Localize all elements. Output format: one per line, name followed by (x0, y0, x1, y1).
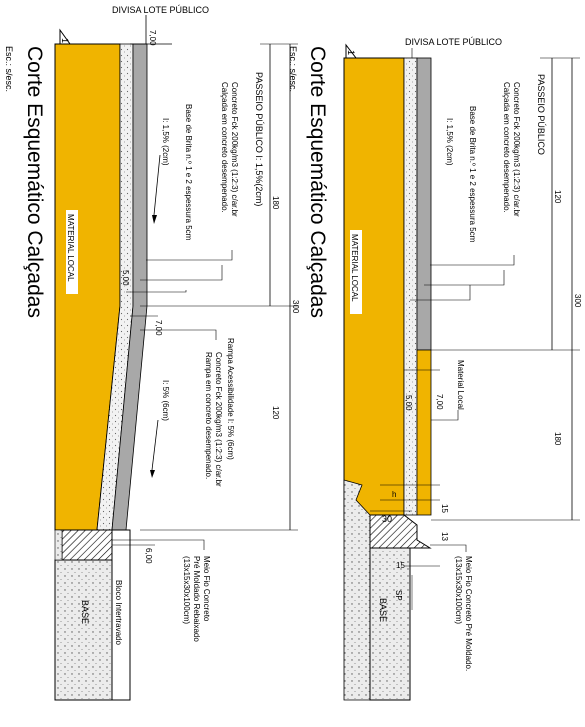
right-meio1: Meio Fio Concreto Pré Moldado. (464, 556, 473, 671)
right-brita: Base de Brita n.º 1 e 2 espessura 5cm (468, 106, 477, 243)
left-brita: Base de Brita n.º 1 e 2 espessura 5cm (184, 104, 193, 241)
left-meio3: (13x15x30x100cm) (182, 556, 191, 624)
right-dim-300: 300 (573, 294, 582, 308)
left-material-label: MATERIAL LOCAL (66, 214, 75, 282)
right-title: Corte Esquemático Calçadas (306, 46, 329, 318)
right-section: 1 DIVISA LOTE PÚBLICO Corte Esquemático … (288, 37, 582, 701)
left-concreto: Concreto Fck 200kg/m3 (1:2:3) c/ar.br (230, 82, 239, 217)
right-scale: Esc.: s/esc. (288, 46, 298, 92)
right-dim-500: 5,00 (404, 395, 413, 411)
left-dim-500: 5,00 (121, 270, 130, 286)
left-concreto2: Concreto Fck 200kg/m3 (1:2:3) c/ar.br (214, 352, 223, 487)
left-dim-700-mid: 7,00 (154, 320, 163, 336)
left-level-1: 1 (60, 38, 70, 43)
right-mat-local: Material Local (456, 360, 465, 410)
left-title: Corte Esquemático Calçadas (23, 46, 46, 318)
right-level-1: 1 (346, 50, 356, 55)
right-concrete (416, 57, 432, 351)
right-dim-120: 120 (553, 190, 562, 204)
right-concreto: Concreto Fck 200kg/m3 (1:2:3) c/ar.br (512, 82, 521, 217)
left-divisa: DIVISA LOTE PÚBLICO (112, 5, 209, 15)
right-dim-15b: 15 (396, 561, 405, 570)
right-incl: I: 1,5% (2cm) (445, 118, 454, 166)
left-incl1: I: 1,5% (2cm) (161, 118, 170, 166)
right-base (369, 547, 411, 701)
left-section: 1 DIVISA LOTE PÚBLICO 7,00 Corte Esquemá… (4, 5, 300, 701)
right-calcada: Calçada em concreto desempenado. (502, 82, 511, 213)
left-calcada: Calçada em concreto desempenado. (220, 82, 229, 213)
left-passeio: PASSEIO PÚBLICO I: 1,5%(2cm) (254, 72, 264, 206)
right-dim-13: 13 (440, 532, 449, 541)
left-dim-120: 120 (271, 406, 280, 420)
left-base (54, 559, 113, 701)
left-base-label: BASE (80, 600, 90, 624)
right-material-label: MATERIAL LOCAL (350, 234, 359, 302)
left-rampa2: Rampa em concreto desempenado. (204, 352, 213, 479)
right-dim-700: 7,00 (435, 394, 444, 410)
left-dim-600: 6,00 (144, 548, 153, 564)
left-dim-300: 300 (291, 300, 300, 314)
right-meio2: (13x15x30x100cm) (454, 556, 463, 624)
right-base-label: BASE (378, 598, 388, 622)
right-passeio: PASSEIO PÚBLICO (536, 74, 546, 155)
left-meio2: Pré Moldado Rebaixado (192, 556, 201, 642)
left-dim-180: 180 (271, 196, 280, 210)
right-dim-180: 180 (553, 432, 562, 446)
right-dim-h: h (392, 490, 396, 499)
left-scale: Esc.: s/esc. (4, 46, 14, 92)
right-gravel (403, 57, 418, 516)
left-meio1: Meio Fio Concreto (202, 556, 211, 622)
right-sp: SP (394, 590, 403, 601)
right-dim-15: 15 (440, 504, 449, 513)
right-ground (343, 479, 371, 701)
right-material-local-lower (416, 349, 432, 516)
right-divisa: DIVISA LOTE PÚBLICO (405, 37, 502, 47)
left-incl2: I: 5% (6cm) (161, 380, 170, 421)
left-level-marker (59, 28, 71, 45)
left-dim-700-top: 7,00 (148, 30, 157, 46)
left-bloco-label: Bloco Intertravado (114, 580, 123, 645)
right-dim-30: 30 (382, 514, 392, 524)
left-curb (61, 529, 113, 561)
right-curb (369, 514, 432, 549)
left-rampa: Rampa Acessibilidade I: 5% (6cm) (226, 338, 235, 460)
